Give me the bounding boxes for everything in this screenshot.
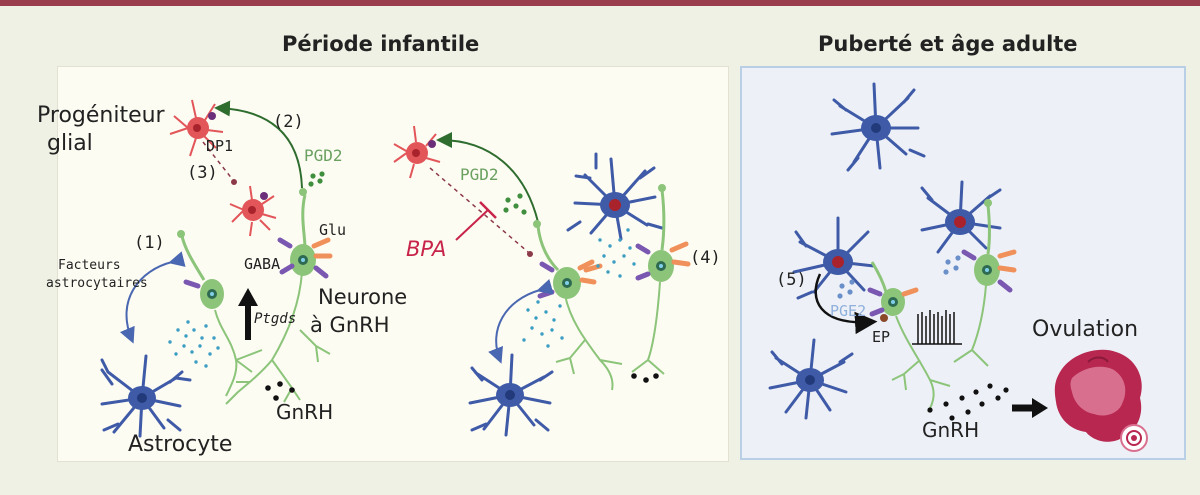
label-glial: glial [47,131,93,156]
bpa-inhibition-bar [479,201,497,219]
bpa-inhibition-line [455,209,489,241]
pgd2-arrow-mid [436,132,539,223]
label-step-1: (1) [134,233,165,253]
gnrh-neuron-right [953,199,1017,367]
gnrh-neuron-4 [583,184,691,375]
dashed-arrow-3-tip [231,179,237,185]
gnrh-neuron-right-small [867,261,951,413]
pgd2-arrow-2 [214,100,303,189]
gnrh-dots-mid [631,373,659,383]
astrocyte-factor-arrow-mid [488,279,554,364]
label-dp1: DP1 [206,137,234,155]
heading-periode-infantile: Période infantile [282,32,480,56]
ovulation-arrowhead [1032,398,1048,418]
top-accent-bar [0,0,1200,6]
label-progeniteur: Progéniteur [37,103,165,128]
label-pge2: PGE2 [830,302,867,320]
astrocyte-mid-bottom [468,353,554,437]
ptgds-arrowhead [238,288,258,306]
label-step-4: (4) [690,248,721,268]
dashed-arrow-bpa [429,167,529,253]
label-bpa: BPA [406,237,447,261]
label-pgd2-left: PGD2 [304,146,343,165]
label-neurone: Neurone [318,285,408,309]
label-astrocytaires: astrocytaires [46,276,148,291]
label-ovulation: Ovulation [1032,317,1139,342]
label-gaba: GABA [244,255,281,273]
spike-train [912,310,962,345]
astrocyte-mid-top [566,152,664,241]
progenitor-cell-3 [393,125,441,179]
gnrh-dots-left [265,381,295,401]
label-step-3: (3) [187,163,218,183]
label-ptgds: Ptgds [254,311,297,327]
astrocyte-factor-dots-left [168,320,220,368]
heading-puberte-adulte: Puberté et âge adulte [818,32,1078,56]
pge2-dots [837,255,961,299]
label-a-gnrh: à GnRH [310,313,390,337]
label-gnrh-left: GnRH [276,400,334,424]
label-step-2: (2) [273,112,304,132]
label-step-5: (5) [776,270,807,290]
label-gnrh-right: GnRH [922,418,980,442]
astrocyte-right-bottom [768,338,854,420]
dashed-arrow-bpa-tip [527,251,533,257]
progenitor-cell-1 [169,99,224,157]
ovary [1054,349,1148,452]
progenitor-cell-2 [229,185,277,237]
label-facteurs: Facteurs [58,258,121,273]
pge2-arrow-5 [814,273,878,335]
astrocyte-factor-arrow-1 [119,251,186,344]
astrocyte-right-top [830,82,926,172]
label-ep: EP [872,328,891,346]
gnrh-neuron-left [177,230,263,397]
astrocyte-right-left [792,216,876,300]
label-glu: Glu [319,221,347,239]
pgd2-dots-mid [503,193,527,215]
gnrh-dots-right [927,383,1009,421]
astrocyte-left [100,354,192,438]
gnrh-neuron-main [225,188,333,405]
astrocyte-right-right [920,180,1002,254]
label-pgd2-mid: PGD2 [460,165,499,184]
pgd2-dots-left [308,171,325,187]
label-astrocyte: Astrocyte [128,432,233,457]
dashed-arrow-3 [202,141,234,181]
